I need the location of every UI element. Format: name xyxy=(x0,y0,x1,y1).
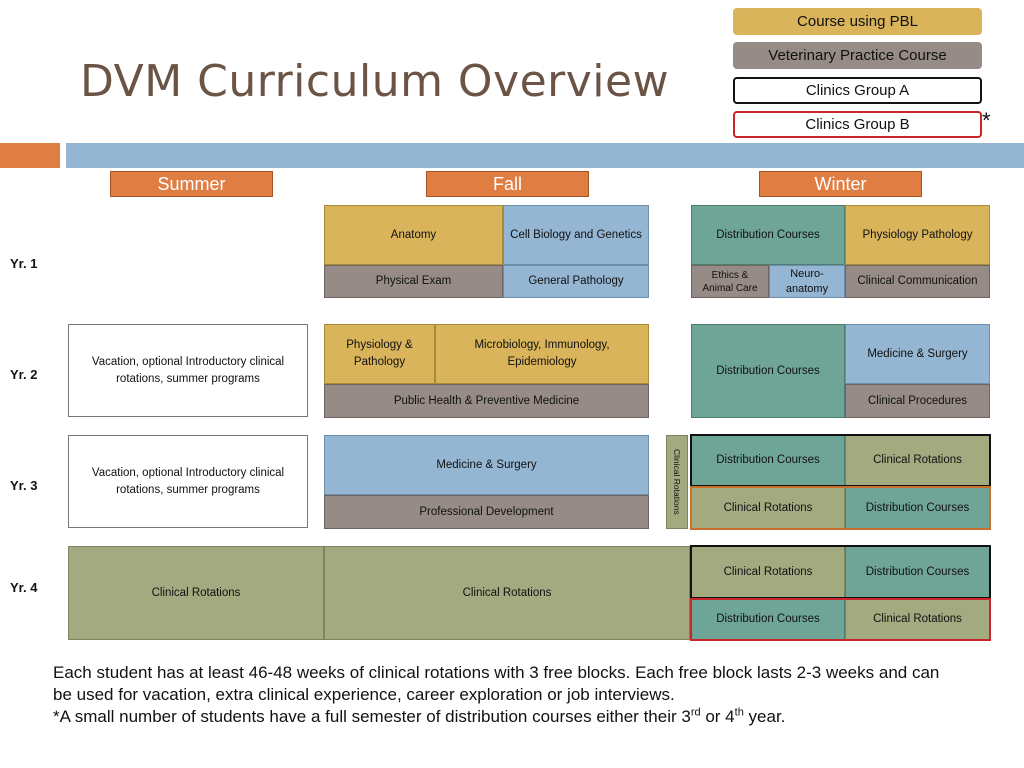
group-a-outline-yr3 xyxy=(690,434,991,487)
course-microbiology: Microbiology, Immunology, Epidemiology xyxy=(435,324,649,384)
footnote-sup-rd: rd xyxy=(690,706,701,719)
course-distribution-yr4-a: Distribution Courses xyxy=(845,546,990,598)
block-vacation-yr3: Vacation, optional Introductory clinical… xyxy=(68,435,308,528)
footnote-text-c: year. xyxy=(743,707,786,726)
course-clinical-rotations-yr4-summer: Clinical Rotations xyxy=(68,546,324,640)
course-neuroanatomy: Neuro-anatomy xyxy=(769,265,845,298)
footnote-sup-th: th xyxy=(734,706,744,719)
footnote-line-2: *A small number of students have a full … xyxy=(53,706,958,728)
header-bar-accent xyxy=(0,143,60,168)
legend-clinics-group-b: Clinics Group B xyxy=(733,111,982,138)
footnote-text-b: or 4 xyxy=(700,707,735,726)
footnote-line-1: Each student has at least 46-48 weeks of… xyxy=(53,663,940,704)
header-bar xyxy=(66,143,1024,168)
course-distribution-yr2: Distribution Courses xyxy=(691,324,845,418)
course-clinical-procedures: Clinical Procedures xyxy=(845,384,990,418)
year-label-3: Yr. 3 xyxy=(10,478,38,493)
page-title: DVM Curriculum Overview xyxy=(80,56,670,107)
course-distribution-yr1: Distribution Courses xyxy=(691,205,845,265)
year-label-1: Yr. 1 xyxy=(10,256,38,271)
group-a-outline-yr4 xyxy=(690,545,991,599)
legend-asterisk: * xyxy=(982,108,991,133)
course-clinical-communication: Clinical Communication xyxy=(845,265,990,298)
season-summer: Summer xyxy=(110,171,273,197)
course-physiology-pathology-yr2: Physiology & Pathology xyxy=(324,324,435,384)
legend-pbl: Course using PBL xyxy=(733,8,982,35)
course-cell-biology: Cell Biology and Genetics xyxy=(503,205,649,265)
course-physiology-pathology-yr1: Physiology Pathology xyxy=(845,205,990,265)
course-professional-development: Professional Development xyxy=(324,495,649,529)
vertical-label: Clinical Rotations xyxy=(672,449,683,515)
course-clinical-rotations-yr4-b: Clinical Rotations xyxy=(845,599,990,640)
course-physical-exam: Physical Exam xyxy=(324,265,503,298)
season-fall: Fall xyxy=(426,171,589,197)
course-clinical-rotations-yr4-fall: Clinical Rotations xyxy=(324,546,690,640)
course-medicine-surgery-yr3: Medicine & Surgery xyxy=(324,435,649,495)
course-anatomy: Anatomy xyxy=(324,205,503,265)
legend-vet-practice: Veterinary Practice Course xyxy=(733,42,982,69)
course-general-pathology: General Pathology xyxy=(503,265,649,298)
course-distribution-yr3-a: Distribution Courses xyxy=(691,435,845,486)
group-b-outline-yr3 xyxy=(690,486,991,530)
course-public-health: Public Health & Preventive Medicine xyxy=(324,384,649,418)
course-clinical-rotations-vertical: Clinical Rotations xyxy=(666,435,688,529)
group-b-outline-yr4 xyxy=(690,598,991,641)
course-ethics-animal-care: Ethics & Animal Care xyxy=(691,265,769,298)
season-winter: Winter xyxy=(759,171,922,197)
footnote: Each student has at least 46-48 weeks of… xyxy=(53,662,958,728)
footnote-text-a: *A small number of students have a full … xyxy=(53,707,691,726)
course-clinical-rotations-yr3-b: Clinical Rotations xyxy=(691,487,845,529)
course-distribution-yr4-b: Distribution Courses xyxy=(691,599,845,640)
legend-clinics-group-a: Clinics Group A xyxy=(733,77,982,104)
year-label-4: Yr. 4 xyxy=(10,580,38,595)
block-vacation-yr2: Vacation, optional Introductory clinical… xyxy=(68,324,308,417)
course-clinical-rotations-yr4-a: Clinical Rotations xyxy=(691,546,845,598)
year-label-2: Yr. 2 xyxy=(10,367,38,382)
course-medicine-surgery-yr2: Medicine & Surgery xyxy=(845,324,990,384)
